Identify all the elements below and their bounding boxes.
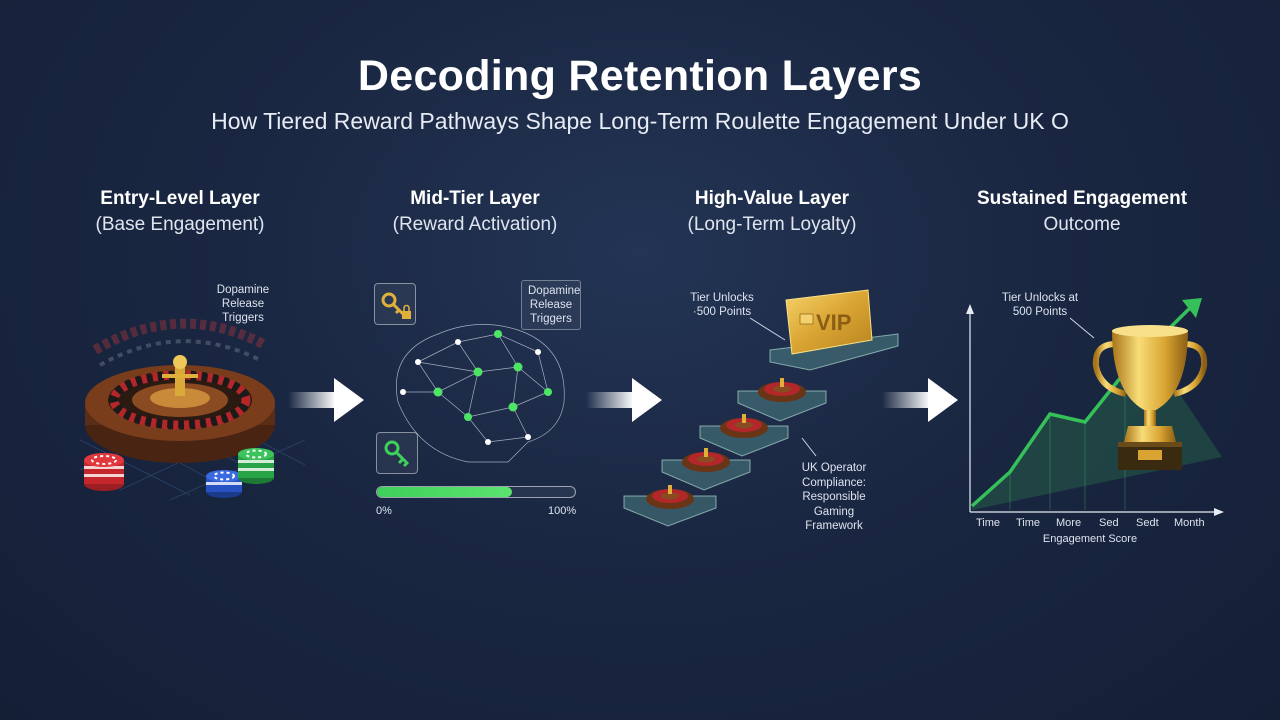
locked-key-icon: [374, 283, 416, 325]
label-line: Dopamine: [528, 285, 581, 297]
progress-start-label: 0%: [376, 505, 392, 517]
label-line: Tier Unlocks at: [1001, 292, 1079, 304]
label-line: Framework: [805, 520, 863, 532]
layer-subtitle: (Long-Term Loyalty): [687, 214, 857, 235]
page-subtitle: How Tiered Reward Pathways Shape Long-Te…: [211, 108, 1069, 134]
layer-heading-entry: Entry-Level Layer (Base Engagement): [50, 188, 310, 236]
layer-heading-outcome: Sustained Engagement Outcome: [952, 188, 1212, 236]
label-line: Compliance:: [802, 476, 866, 489]
tier-label-outcome: Tier Unlocks at 500 Points: [995, 291, 1085, 319]
layer-title: Mid-Tier Layer: [410, 188, 540, 209]
x-tick: More: [1056, 517, 1082, 529]
casino-chips-icon: [84, 448, 274, 498]
progress-bar: [376, 486, 576, 498]
layer-subtitle: (Base Engagement): [95, 214, 265, 235]
x-tick: Month: [1174, 517, 1205, 529]
roulette-step-icon: [623, 317, 899, 527]
label-line: Triggers: [530, 313, 572, 325]
vip-card-icon: VIP: [785, 289, 873, 355]
roulette-wheel-icon: [79, 318, 306, 501]
label-line: Release: [529, 299, 573, 311]
label-line: 500 Points: [1012, 306, 1068, 318]
dopamine-label-entry: Dopamine Release Triggers: [208, 283, 278, 325]
layer-title: Sustained Engagement: [976, 188, 1188, 209]
label-line: Release: [221, 298, 265, 310]
label-line: Tier Unlocks: [690, 292, 754, 304]
layer-subtitle: (Reward Activation): [392, 214, 558, 235]
label-line: Dopamine: [216, 284, 270, 296]
label-line: Responsible Gaming: [802, 491, 866, 518]
x-tick: Time: [1016, 517, 1041, 529]
flow-arrow-icon: [288, 378, 364, 422]
x-tick: Sed: [1099, 517, 1119, 529]
progress-end-label: 100%: [548, 505, 577, 517]
layer-heading-mid: Mid-Tier Layer (Reward Activation): [345, 188, 605, 236]
compliance-label: UK Operator Compliance: Responsible Gami…: [784, 461, 884, 534]
layer-title: High-Value Layer: [694, 188, 850, 209]
page-title: Decoding Retention Layers: [357, 52, 923, 100]
x-tick: Time: [976, 517, 1001, 529]
unlocked-key-icon: [376, 432, 418, 474]
brain-network-icon: [396, 324, 565, 463]
label-line: ·500 Points: [692, 306, 752, 318]
progress-fill: [377, 487, 512, 497]
vip-label: VIP: [816, 310, 851, 335]
x-tick: Sedt: [1136, 517, 1159, 529]
layer-heading-high: High-Value Layer (Long-Term Loyalty): [642, 188, 902, 236]
tier-label-high: Tier Unlocks ·500 Points: [680, 291, 764, 319]
x-axis-label: Engagement Score: [1042, 533, 1138, 545]
layer-subtitle: Outcome: [1043, 214, 1121, 235]
dopamine-label-mid: Dopamine Release Triggers: [521, 280, 581, 330]
flow-arrow-icon: [586, 378, 662, 422]
flow-arrow-icon: [882, 378, 958, 422]
label-line: UK Operator: [801, 462, 867, 474]
label-line: Triggers: [222, 312, 264, 324]
layer-title: Entry-Level Layer: [100, 188, 260, 209]
trophy-icon: [1092, 325, 1208, 470]
